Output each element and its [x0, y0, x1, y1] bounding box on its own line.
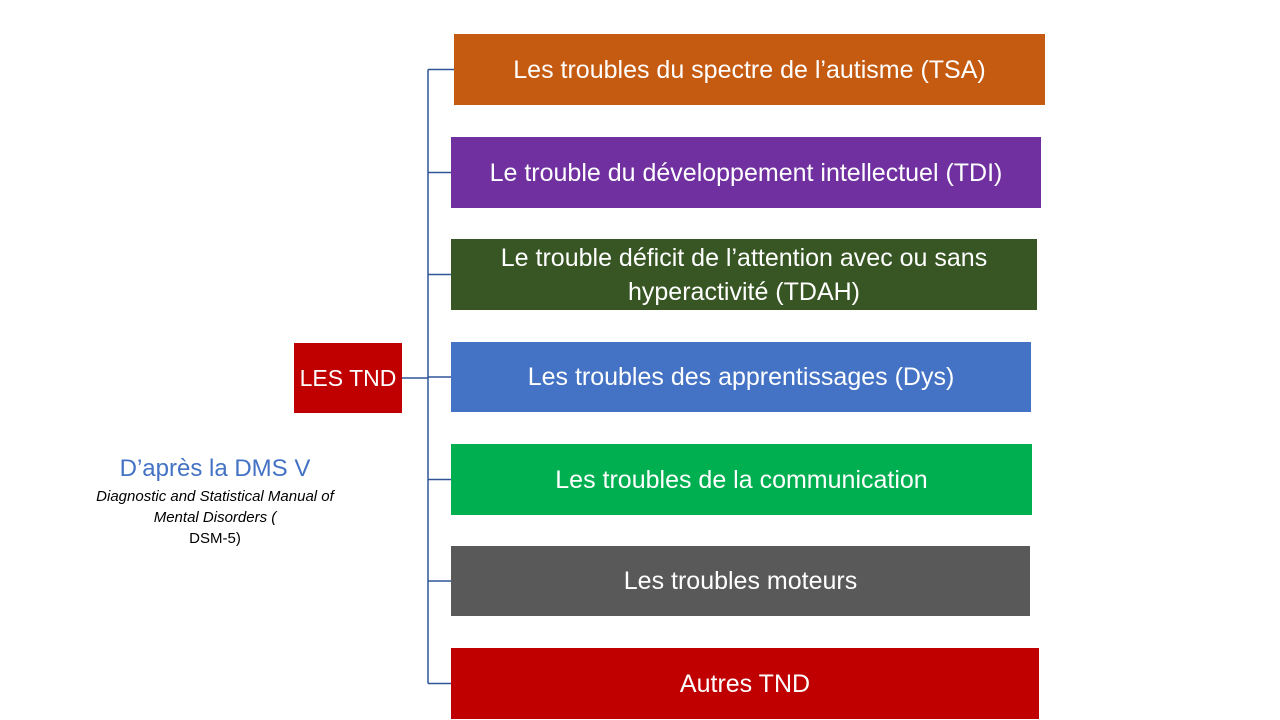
branch-node-communication: Les troubles de la communication — [451, 444, 1032, 515]
source-title: D’après la DMS V — [119, 455, 311, 482]
branch-node-tdi: Le trouble du développement intellectuel… — [451, 137, 1041, 208]
branch-node-label: Le trouble du développement intellectuel… — [489, 158, 1003, 187]
branch-node-label: Les troubles du spectre de l’autisme (TS… — [513, 55, 986, 84]
branch-node-label: Le trouble déficit de l’attention avec o… — [500, 243, 988, 306]
source-reference: D’après la DMS V Diagnostic and Statisti… — [60, 452, 370, 549]
root-node: LES TND — [294, 343, 402, 413]
root-node-label: LES TND — [299, 364, 397, 391]
branch-node-moteurs: Les troubles moteurs — [451, 546, 1030, 616]
branch-node-label: Autres TND — [679, 669, 811, 698]
source-line-3: DSM-5) — [189, 530, 241, 547]
source-line-1: Diagnostic and Statistical Manual of — [96, 488, 334, 505]
branch-node-tsa: Les troubles du spectre de l’autisme (TS… — [454, 34, 1045, 105]
branch-node-autres: Autres TND — [451, 648, 1039, 719]
branch-node-label: Les troubles des apprentissages (Dys) — [527, 363, 955, 391]
branch-node-dys: Les troubles des apprentissages (Dys) — [451, 342, 1031, 412]
source-line-2: Mental Disorders ( — [153, 509, 277, 526]
branch-node-label: Les troubles moteurs — [623, 567, 858, 595]
branch-node-tdah: Le trouble déficit de l’attention avec o… — [451, 239, 1037, 310]
branch-node-label: Les troubles de la communication — [555, 465, 928, 494]
